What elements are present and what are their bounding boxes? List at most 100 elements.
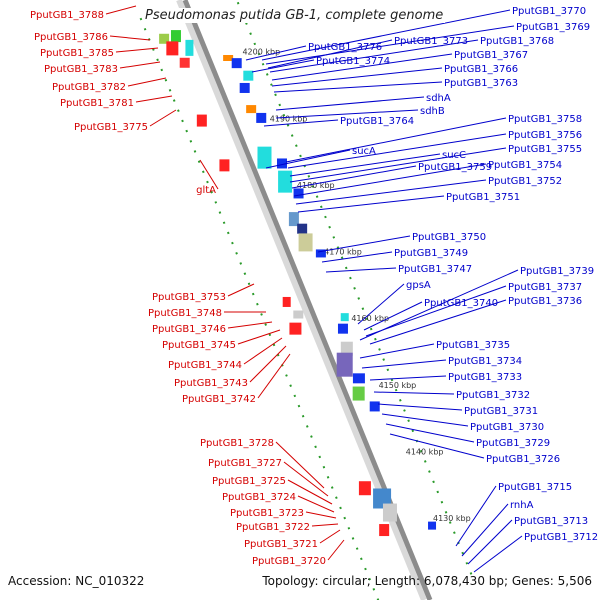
right-label-3736: PputGB1_3736 bbox=[508, 296, 582, 307]
right-label-rnhA: rnhA bbox=[510, 500, 534, 511]
right-label-3767-connector bbox=[271, 53, 453, 81]
right-label-3734: PputGB1_3734 bbox=[448, 356, 522, 367]
gene-feature-23 bbox=[293, 310, 304, 319]
left-label-3745: PputGB1_3745 bbox=[162, 340, 236, 351]
right-label-3768: PputGB1_3768 bbox=[480, 36, 554, 47]
map-title: Pseudomonas putida GB-1, complete genome bbox=[143, 8, 446, 23]
gene-feature-21 bbox=[315, 249, 326, 258]
left-label-3782-connector bbox=[127, 77, 167, 87]
right-label-3770-connector bbox=[261, 9, 511, 61]
left-label-3788-connector bbox=[105, 5, 137, 15]
tick-4180kbp: 4180 kbp bbox=[297, 181, 335, 190]
right-label-sucA: sucA bbox=[352, 146, 376, 157]
right-label-3773-connector bbox=[267, 39, 393, 69]
right-label-3729-connector bbox=[385, 423, 475, 443]
right-label-3749: PputGB1_3749 bbox=[394, 248, 468, 259]
right-label-3713: PputGB1_3713 bbox=[514, 516, 588, 527]
right-label-sucC: sucC bbox=[442, 150, 466, 161]
right-label-3734-connector bbox=[361, 359, 447, 369]
gene-feature-3 bbox=[166, 41, 179, 56]
right-label-3740-connector bbox=[363, 301, 423, 331]
right-label-3713-connector bbox=[467, 519, 513, 565]
gene-feature-32 bbox=[358, 481, 371, 496]
gene-feature-25 bbox=[340, 313, 349, 322]
gene-feature-27 bbox=[340, 341, 353, 356]
left-label-3742: PputGB1_3742 bbox=[182, 394, 256, 405]
left-label-3723: PputGB1_3723 bbox=[230, 508, 304, 519]
right-label-3770: PputGB1_3770 bbox=[512, 6, 586, 17]
right-label-3733-connector bbox=[369, 375, 447, 381]
gene-feature-36 bbox=[428, 521, 437, 530]
right-label-gpsA: gpsA bbox=[406, 280, 431, 291]
right-label-3769-connector bbox=[265, 25, 515, 65]
tick-4170kbp: 4170 kbp bbox=[324, 248, 362, 257]
right-label-3736-connector bbox=[369, 299, 507, 345]
left-label-3781: PputGB1_3781 bbox=[60, 98, 134, 109]
left-label-3725-connector bbox=[287, 479, 333, 505]
right-label-3730-connector bbox=[381, 413, 469, 427]
left-label-3721-connector bbox=[319, 529, 341, 544]
left-label-3753: PputGB1_3753 bbox=[152, 292, 226, 303]
right-label-sdhA-connector bbox=[275, 96, 425, 111]
right-label-3754: PputGB1_3754 bbox=[488, 160, 562, 171]
left-label-3788: PputGB1_3788 bbox=[30, 10, 104, 21]
right-label-3754-connector bbox=[293, 163, 487, 197]
gene-feature-8 bbox=[243, 70, 254, 81]
gene-feature-6 bbox=[223, 55, 234, 62]
right-label-3763-connector bbox=[273, 81, 443, 93]
gene-feature-18 bbox=[288, 212, 299, 227]
right-label-3737: PputGB1_3737 bbox=[508, 282, 582, 293]
gene-feature-28 bbox=[336, 352, 353, 377]
tick-4190kbp: 4190 kbp bbox=[270, 114, 308, 123]
right-label-3763: PputGB1_3763 bbox=[444, 78, 518, 89]
tick-4130kbp: 4130 kbp bbox=[433, 514, 471, 523]
gene-feature-22 bbox=[282, 296, 291, 307]
left-label-3783: PputGB1_3783 bbox=[44, 64, 118, 75]
right-label-3758-connector bbox=[285, 117, 507, 163]
gene-feature-30 bbox=[352, 386, 365, 401]
left-label-3775-connector bbox=[149, 109, 177, 127]
left-label-gltA-connector bbox=[199, 159, 219, 190]
right-label-3750-connector bbox=[317, 235, 411, 253]
right-label-3776-connector bbox=[245, 45, 307, 61]
right-label-3769: PputGB1_3769 bbox=[516, 22, 590, 33]
right-label-3726-connector bbox=[389, 433, 485, 459]
gene-feature-34 bbox=[382, 503, 397, 522]
left-label-3781-connector bbox=[135, 95, 173, 103]
left-label-3721: PputGB1_3721 bbox=[244, 539, 318, 550]
right-label-3764: PputGB1_3764 bbox=[340, 116, 414, 127]
topology-text: Topology: circular; Length: 6,078,430 bp… bbox=[262, 574, 592, 588]
right-label-3735: PputGB1_3735 bbox=[436, 340, 510, 351]
left-label-3724: PputGB1_3724 bbox=[222, 492, 296, 503]
left-guide-line bbox=[139, 17, 380, 600]
gene-feature-9 bbox=[239, 82, 250, 93]
left-label-3785-connector bbox=[115, 47, 159, 53]
right-label-sucA-connector bbox=[265, 149, 351, 169]
left-label-3786: PputGB1_3786 bbox=[34, 32, 108, 43]
gene-feature-33 bbox=[373, 488, 392, 509]
tick-4200kbp: 4200 kbp bbox=[242, 48, 280, 57]
right-label-3756: PputGB1_3756 bbox=[508, 130, 582, 141]
left-label-3742-connector bbox=[257, 353, 291, 399]
gene-feature-1 bbox=[159, 33, 170, 44]
right-label-gpsA-connector bbox=[357, 283, 405, 325]
left-label-3722: PputGB1_3722 bbox=[236, 522, 310, 533]
left-label-3720: PputGB1_3720 bbox=[252, 556, 326, 567]
left-label-gltA: gltA bbox=[196, 185, 216, 196]
left-label-3744: PputGB1_3744 bbox=[168, 360, 242, 371]
right-label-3756-connector bbox=[287, 133, 507, 169]
right-label-3774-connector bbox=[251, 59, 315, 73]
gene-feature-19 bbox=[297, 223, 308, 234]
right-label-3732-connector bbox=[373, 391, 455, 395]
right-label-3737-connector bbox=[365, 285, 507, 337]
gene-feature-31 bbox=[369, 401, 380, 412]
left-label-3743-connector bbox=[249, 345, 287, 383]
gene-feature-13 bbox=[219, 159, 230, 172]
gene-feature-26 bbox=[337, 323, 348, 334]
gene-feature-15 bbox=[276, 158, 287, 169]
gene-feature-7 bbox=[231, 58, 242, 69]
right-label-3767: PputGB1_3767 bbox=[454, 50, 528, 61]
right-label-3712-connector bbox=[473, 535, 523, 573]
left-label-3727: PputGB1_3727 bbox=[208, 458, 282, 469]
